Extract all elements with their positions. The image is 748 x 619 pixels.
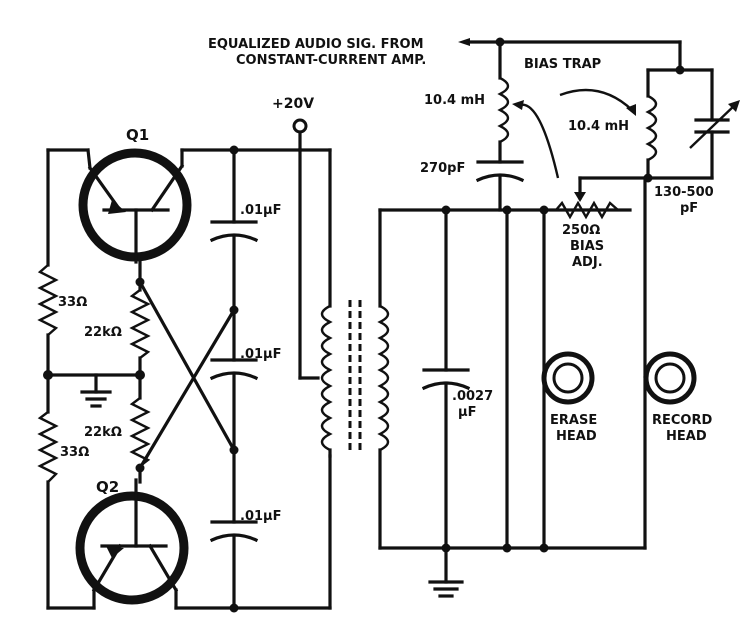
bias-pot-label-1: 250Ω — [562, 223, 600, 238]
input-label-1: EQUALIZED AUDIO SIG. FROM — [208, 37, 424, 52]
cross-coupling — [135, 277, 237, 473]
q1-label: Q1 — [126, 126, 149, 144]
r-top-label: 33Ω — [58, 295, 87, 310]
bias-adjust-pot — [555, 200, 619, 220]
supply-label: +20V — [272, 96, 314, 112]
supply-node — [292, 118, 332, 610]
output-bus — [378, 205, 647, 598]
oscillator-transformer — [320, 208, 390, 550]
c-tank-label-2: µF — [458, 405, 476, 420]
transistor-q2 — [75, 478, 189, 605]
record-head — [643, 176, 697, 550]
coil-left-label: 10.4 mH — [424, 93, 485, 108]
record-label-1: RECORD — [652, 413, 712, 428]
q2-label: Q2 — [96, 478, 119, 496]
ground-left — [43, 370, 142, 408]
r-mid-bottom-label: 22kΩ — [84, 425, 122, 440]
r-mid-top-label: 22kΩ — [84, 325, 122, 340]
bias-trap — [458, 37, 740, 212]
record-label-2: HEAD — [666, 429, 707, 444]
resistor-33-bottom — [37, 411, 59, 483]
cap-trap-label: 270pF — [420, 161, 465, 176]
resistor-22k-top — [129, 289, 151, 359]
bias-pot-label-3: ADJ. — [572, 255, 603, 270]
erase-label-1: ERASE — [550, 413, 597, 428]
c-tank-label-1: .0027 — [452, 389, 493, 404]
cap-var-label-1: 130-500 — [654, 185, 714, 200]
transistor-q1 — [78, 148, 192, 264]
cap-var-label-2: pF — [680, 201, 698, 216]
capacitor-column — [174, 145, 332, 613]
resistor-33-top — [37, 264, 59, 336]
resistor-22k-bottom — [129, 397, 151, 467]
c3-label: .01µF — [240, 509, 281, 524]
bias-trap-label: BIAS TRAP — [524, 57, 601, 72]
c1-label: .01µF — [240, 203, 281, 218]
bias-pot-label-2: BIAS — [570, 239, 604, 254]
left-rail — [37, 148, 96, 610]
c2-label: .01µF — [240, 347, 281, 362]
erase-head — [541, 208, 595, 550]
erase-label-2: HEAD — [556, 429, 597, 444]
r-bottom-label: 33Ω — [60, 445, 89, 460]
coil-right-label: 10.4 mH — [568, 119, 629, 134]
input-label-2: CONSTANT-CURRENT AMP. — [236, 53, 426, 68]
